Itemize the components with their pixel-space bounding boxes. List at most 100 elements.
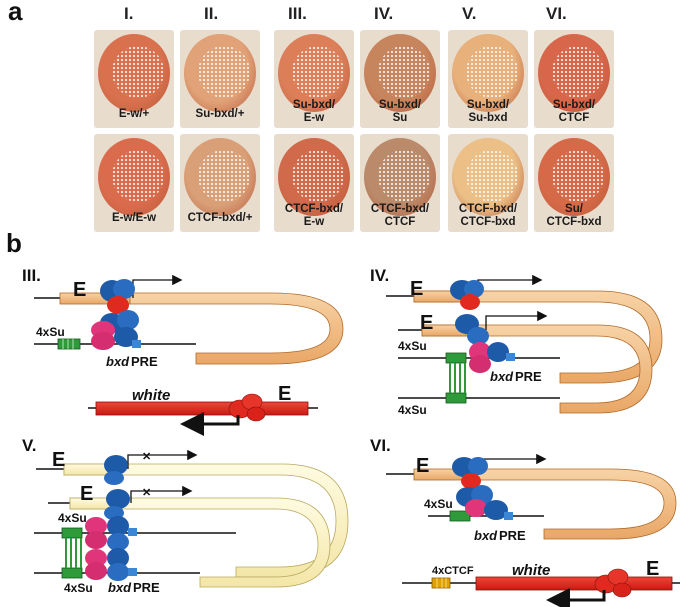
eye-image-r1-c2: Su-bxd/+ (180, 30, 260, 128)
genotype-label: E-w/+ (94, 108, 174, 121)
svg-text:✕: ✕ (142, 487, 151, 499)
eye-compound (278, 34, 350, 112)
white-gene (95, 401, 309, 416)
ommatidia-texture (378, 46, 430, 98)
eye-image-r2-c2: CTCF-bxd/+ (180, 134, 260, 232)
eye-compound (452, 34, 524, 112)
genotype-label-line: CTCF-bxd/ (370, 203, 430, 215)
diagram-v: ✕ ✕ E E 4xSu 4xSu bxd PRE (34, 449, 349, 595)
panel-b-letter: b (6, 228, 22, 258)
genotype-label-line: CTCF-bxd (546, 216, 602, 228)
eye-image-r2-c5: CTCF-bxd/CTCF-bxd (448, 134, 528, 232)
eye-image-r1-c3: Su-bxd/E-w (274, 30, 354, 128)
eye-compound (98, 138, 170, 216)
enhancer-label-top: E (410, 278, 423, 300)
su-label-bottom: 4xSu (398, 403, 427, 417)
column-heading-5: V. (462, 4, 477, 23)
ommatidia-texture (198, 46, 250, 98)
diagram-iii: E 4xSu bxd PRE white E (34, 274, 344, 436)
genotype-label: CTCF-bxd/CTCF (360, 203, 440, 229)
white-enhancer-label: E (646, 558, 659, 580)
eye-compound (184, 34, 256, 112)
pre-label-italic: bxd (490, 369, 514, 384)
pre-label: PRE (515, 369, 542, 384)
genotype-label-line: CTCF-bxd/ (458, 203, 518, 215)
eye-compound (364, 34, 436, 112)
ommatidia-texture (466, 150, 518, 202)
eye-compound (538, 138, 610, 216)
genotype-label: Su-bxd/CTCF (534, 99, 614, 125)
su-label: 4xSu (424, 497, 453, 511)
ctcf-label: 4xCTCF (432, 565, 474, 577)
pre-label: PRE (133, 580, 160, 595)
genotype-label-line: CTCF (384, 216, 416, 228)
dna-loop-middle (69, 497, 331, 588)
ommatidia-texture (466, 46, 518, 98)
genotype-label: CTCF-bxd/CTCF-bxd (448, 203, 528, 229)
column-heading-6: VI. (546, 4, 567, 23)
genotype-label-line: Su-bxd/ (552, 99, 596, 111)
genotype-label: CTCF-bxd/+ (180, 212, 260, 225)
genotype-label-line: Su-bxd/ (378, 99, 422, 111)
genotype-label: CTCF-bxd/E-w (274, 203, 354, 229)
genotype-label-line: CTCF-bxd/ (284, 203, 344, 215)
eye-compound (538, 34, 610, 112)
genotype-label: Su-bxd/E-w (274, 99, 354, 125)
ommatidia-texture (378, 150, 430, 202)
su-label-bottom: 4xSu (64, 581, 93, 595)
enhancer-label: E (416, 455, 429, 477)
white-gene-label: white (132, 387, 170, 404)
eye-compound (452, 138, 524, 216)
genotype-label-line: Su/ (565, 203, 583, 215)
enhancer-protein (107, 296, 129, 314)
genotype-label-line: Su (392, 112, 408, 124)
su-binding-sites (57, 338, 81, 350)
ommatidia-texture (292, 150, 344, 202)
diagram-v-numeral: V. (22, 436, 37, 455)
white-enhancer-label: E (278, 383, 291, 405)
column-heading-2: II. (204, 4, 219, 23)
genotype-label: E-w/E-w (94, 212, 174, 225)
ommatidia-texture (112, 46, 164, 98)
eye-compound (364, 138, 436, 216)
eye-compound (278, 138, 350, 216)
diagram-iii-numeral: III. (22, 266, 41, 285)
ctcf-binding-sites (431, 577, 451, 589)
eye-image-r1-c5: Su-bxd/Su-bxd (448, 30, 528, 128)
ommatidia-texture (552, 46, 604, 98)
protein-blue (100, 280, 124, 302)
genotype-label-line: Su-bxd/ (292, 99, 336, 111)
pre-label: PRE (131, 354, 158, 369)
genotype-label-line: Su-bxd/ (466, 99, 510, 111)
dna-loop-top (413, 290, 663, 384)
eye-image-r2-c3: CTCF-bxd/E-w (274, 134, 354, 232)
ommatidia-texture (552, 150, 604, 202)
enhancer-label-middle: E (80, 483, 93, 505)
genotype-label: Su-bxd/+ (180, 108, 260, 121)
genotype-label-line: E-w/+ (118, 108, 150, 120)
diagram-iv-numeral: IV. (370, 266, 390, 285)
eye-compound (184, 138, 256, 216)
eye-image-r2-c6: Su/CTCF-bxd (534, 134, 614, 232)
su-label-top: 4xSu (58, 511, 87, 525)
su-label-top: 4xSu (398, 339, 427, 353)
dna-loop (475, 468, 677, 540)
dna-loop (129, 292, 344, 365)
diagram-iv: E E 4xSu 4xSu bxd PRE (386, 274, 663, 417)
genotype-label: Su-bxd/Su-bxd (448, 99, 528, 125)
pre-label-italic: bxd (474, 528, 498, 543)
genotype-label-line: CTCF-bxd (460, 216, 516, 228)
white-transcription-arrow (180, 412, 240, 436)
eye-image-r1-c6: Su-bxd/CTCF (534, 30, 614, 128)
transcription-arrow (132, 274, 183, 298)
column-heading-3: III. (288, 4, 307, 23)
ommatidia-texture (112, 150, 164, 202)
genotype-label-line: Su-bxd (468, 112, 508, 124)
eye-image-r2-c1: E-w/E-w (94, 134, 174, 232)
svg-text:✕: ✕ (142, 451, 151, 463)
panel-a-letter: a (8, 0, 23, 26)
eye-image-r1-c1: E-w/+ (94, 30, 174, 128)
diagram-vi-numeral: VI. (370, 436, 391, 455)
enhancer-label-top: E (52, 449, 65, 471)
protein-pink (91, 321, 115, 339)
